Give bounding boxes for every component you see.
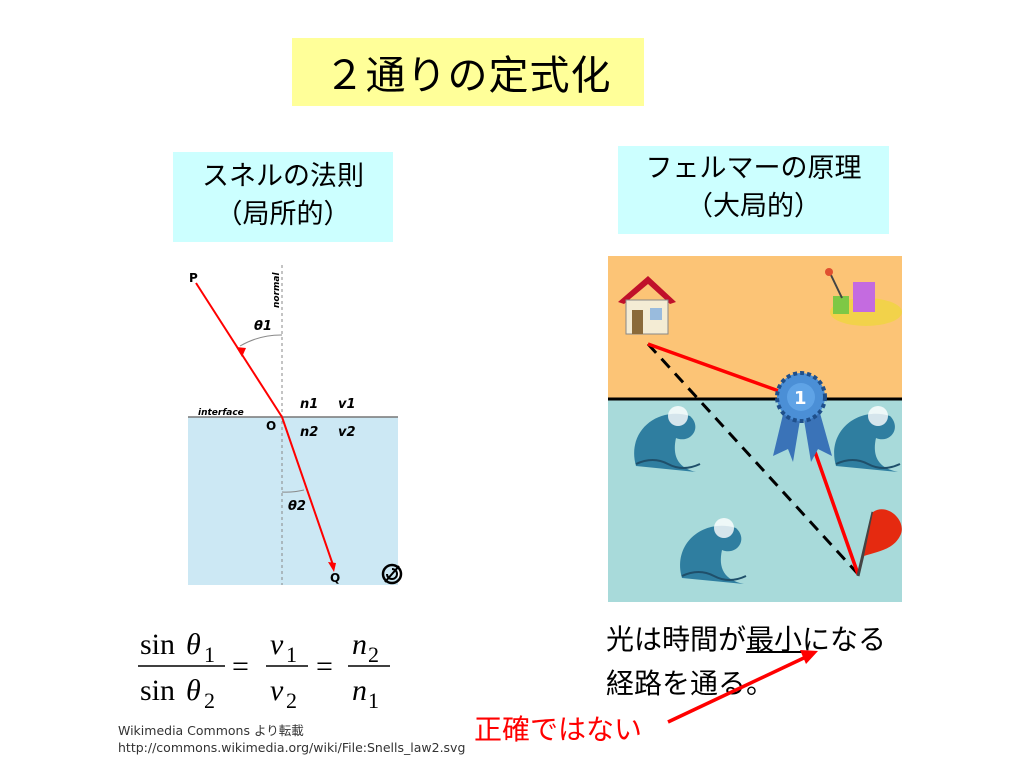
copyleft-icon xyxy=(381,563,403,585)
formula-n-top: n xyxy=(352,628,367,661)
label-n1: n1 xyxy=(300,397,318,412)
fermat-principle-subtitle: （大局的） xyxy=(686,191,821,222)
theta1-arc xyxy=(239,334,283,347)
fermat-text-pre: 光は時間が xyxy=(606,623,747,656)
label-v1: v1 xyxy=(338,397,356,412)
flag-icon xyxy=(856,509,902,577)
sandcastle-icon xyxy=(825,268,902,326)
refracted-ray xyxy=(281,416,334,566)
label-theta2: θ2 xyxy=(288,499,306,514)
ribbon-icon: 1 xyxy=(773,371,832,462)
formula-sub1-top: 1 xyxy=(204,642,215,667)
formula-sin-bottom: sin xyxy=(140,674,175,707)
label-q: Q xyxy=(330,571,340,585)
formula-theta-top: θ xyxy=(186,628,201,661)
credit-line1: Wikimedia Commons より転載 xyxy=(118,723,304,738)
light-path-land xyxy=(647,342,791,397)
wave-icon xyxy=(834,406,901,472)
formula-v-bottom: v xyxy=(270,674,284,707)
formula-n-sub2: 2 xyxy=(368,642,379,667)
credit-url: http://commons.wikimedia.org/wiki/File:S… xyxy=(118,740,466,755)
fermat-principle-box: フェルマーの原理 （大局的） xyxy=(618,146,889,234)
ribbon-label: 1 xyxy=(794,388,807,409)
straight-path xyxy=(646,342,860,576)
house-icon xyxy=(618,276,676,335)
light-path-sea xyxy=(806,431,860,575)
wave-icon xyxy=(634,406,701,472)
formula-n-bottom: n xyxy=(352,674,367,707)
snell-law-diagram: P Q O normal interface θ1 θ2 n1 n2 v1 v2 xyxy=(188,265,403,585)
theta2-arc xyxy=(281,489,305,493)
fermat-statement: 光は時間が最小になる 経路を通る。 xyxy=(606,618,886,706)
fermat-statement-line2: 経路を通る。 xyxy=(606,667,775,700)
label-o: O xyxy=(266,419,276,433)
formula-v-sub2: 2 xyxy=(286,688,297,713)
snell-law-box: スネルの法則 （局所的） xyxy=(173,152,393,242)
fermat-principle-title: フェルマーの原理 xyxy=(645,153,862,184)
formula-sub2-bottom: 2 xyxy=(204,688,215,713)
formula-v-top: v xyxy=(270,628,284,661)
incident-arrowhead xyxy=(236,347,246,357)
formula-equals-1: = xyxy=(232,650,249,683)
refracted-arrowhead xyxy=(328,562,336,572)
slide-title: ２通りの定式化 xyxy=(292,38,644,106)
label-interface: interface xyxy=(198,408,244,418)
label-n2: n2 xyxy=(300,425,318,440)
label-p: P xyxy=(189,271,198,285)
snell-formula: sin θ 1 sin θ 2 = v 1 v 2 = n 2 n 1 xyxy=(138,628,390,713)
formula-n-sub1: 1 xyxy=(368,688,379,713)
label-normal: normal xyxy=(272,272,282,308)
formula-sin-top: sin xyxy=(140,628,175,661)
formula-equals-2: = xyxy=(316,650,333,683)
snell-law-subtitle: （局所的） xyxy=(215,199,351,230)
label-v2: v2 xyxy=(338,425,356,440)
formula-theta-bottom: θ xyxy=(186,674,201,707)
formula-v-sub1: 1 xyxy=(286,642,297,667)
fermat-text-minimum: 最小 xyxy=(746,623,803,656)
label-theta1: θ1 xyxy=(254,319,272,334)
fermat-principle-diagram: 1 xyxy=(608,256,902,602)
fermat-text-post: になる xyxy=(802,623,887,656)
fermat-statement-line1: 光は時間が最小になる xyxy=(606,618,886,662)
not-accurate-label: 正確ではない xyxy=(474,713,643,746)
wave-icon xyxy=(680,518,747,584)
image-credit: Wikimedia Commons より転載 http://commons.wi… xyxy=(118,722,465,756)
lower-medium xyxy=(188,417,398,585)
snell-law-title: スネルの法則 xyxy=(202,161,364,192)
